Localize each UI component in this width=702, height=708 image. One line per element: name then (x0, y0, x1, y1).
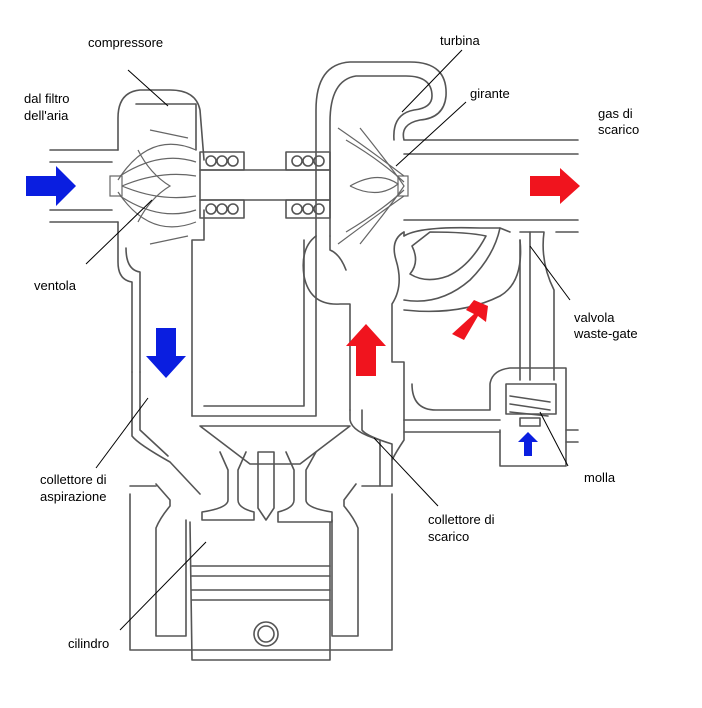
label-ventola: ventola (34, 278, 77, 293)
labels: compressore turbina girante dal filtro d… (24, 33, 639, 651)
exhaust-arrow-diagonal (452, 300, 488, 340)
shaft (199, 151, 331, 219)
intake-pipe (49, 149, 119, 223)
label-compressore: compressore (88, 35, 163, 50)
label-filtro-line2: dell'aria (24, 108, 69, 123)
label-cilindro: cilindro (68, 636, 109, 651)
intake-arrow-down (146, 328, 186, 378)
label-aspirazione-line2: aspirazione (40, 489, 107, 504)
exhaust-arrow-right (530, 168, 580, 204)
label-molla: molla (584, 470, 616, 485)
label-gas-line2: scarico (598, 122, 639, 137)
intake-arrows (26, 166, 538, 456)
label-filtro-line1: dal filtro (24, 91, 70, 106)
label-girante: girante (470, 86, 510, 101)
label-scarico-line1: collettore di (428, 512, 495, 527)
intake-arrow-left (26, 166, 76, 206)
exhaust-arrow-up (346, 324, 386, 376)
label-valvola-line2: waste-gate (573, 326, 638, 341)
leader-lines (85, 49, 571, 631)
spring-arrow-up (518, 432, 538, 456)
turbine-housing (302, 61, 579, 421)
turbine-wheel (337, 127, 409, 245)
label-gas-line1: gas di (598, 106, 633, 121)
engine-block (129, 235, 405, 661)
label-valvola-line1: valvola (574, 310, 615, 325)
compressor-wheel (109, 129, 197, 245)
compressor-housing (117, 89, 205, 417)
wastegate-chamber (403, 226, 579, 467)
label-turbina: turbina (440, 33, 481, 48)
label-scarico-line2: scarico (428, 529, 469, 544)
label-aspirazione-line1: collettore di (40, 472, 107, 487)
exhaust-arrows (346, 168, 580, 376)
